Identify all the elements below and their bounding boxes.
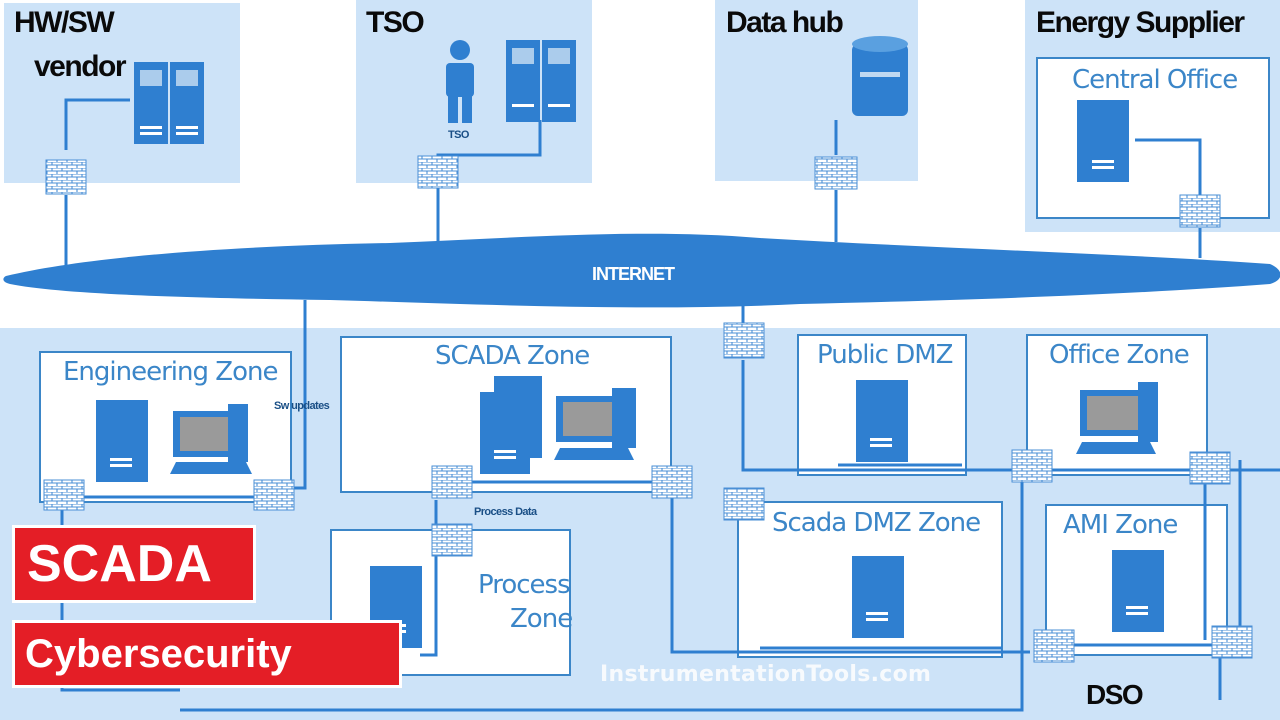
firewall-icon [723, 322, 765, 359]
server-icon [1112, 550, 1164, 632]
watermark: InstrumentationTools.com [600, 662, 932, 687]
firewall-icon [417, 155, 459, 189]
database-icon [852, 36, 908, 116]
server-icon [852, 556, 904, 638]
public-dmz-label: Public DMZ [817, 340, 953, 370]
hw-sw-vendor-title: HW/SW [14, 6, 115, 39]
title-badge-scada: SCADA [12, 525, 256, 603]
tso-title: TSO [366, 6, 424, 39]
ami-zone-label: AMI Zone [1063, 510, 1177, 540]
firewall-icon [814, 156, 858, 190]
firewall-icon [1189, 451, 1231, 485]
title-badge-cybersecurity: Cybersecurity [12, 620, 402, 688]
process-data-label: Process Data [474, 506, 538, 518]
workstation-icon [1076, 382, 1158, 454]
firewall-icon [431, 523, 473, 557]
firewall-icon [651, 465, 693, 499]
workstation-icon [554, 388, 636, 460]
firewall-icon [1033, 629, 1075, 663]
process-zone-label-2: Zone [510, 604, 572, 634]
firewall-icon [253, 479, 295, 511]
energy-supplier-title: Energy Supplier [1036, 6, 1245, 39]
firewall-icon [1211, 625, 1253, 659]
firewall-icon [1179, 194, 1221, 228]
person-icon [446, 40, 474, 123]
server-rack-icon [134, 62, 204, 144]
dso-label: DSO [1086, 679, 1143, 710]
firewall-icon [723, 487, 765, 521]
central-office-box [1036, 57, 1270, 219]
connection-lines [60, 98, 1280, 712]
central-office-label: Central Office [1072, 65, 1237, 95]
engineering-zone-label: Engineering Zone [63, 357, 277, 387]
scada-dmz-zone-label: Scada DMZ Zone [772, 508, 980, 538]
engineering-zone-box [39, 351, 292, 503]
internet-label: INTERNET [592, 264, 675, 284]
server-rack-icon [506, 40, 576, 122]
server-icon [96, 400, 148, 482]
firewall-icon [43, 479, 85, 511]
workstation-icon [170, 404, 252, 474]
server-icon [856, 380, 908, 462]
firewall-icon [431, 465, 473, 499]
data-hub-title: Data hub [726, 6, 844, 39]
server-icon [1077, 100, 1129, 182]
process-zone-label: Process [478, 570, 570, 600]
hw-sw-vendor-title-2: vendor [34, 50, 127, 83]
firewall-icons [43, 155, 1253, 663]
server-icon [480, 376, 542, 474]
office-zone-label: Office Zone [1049, 340, 1189, 370]
tso-person-label: TSO [448, 129, 470, 141]
sw-updates-label: Sw updates [274, 400, 330, 412]
scada-zone-label: SCADA Zone [435, 341, 589, 371]
firewall-icon [1011, 449, 1053, 483]
firewall-icon [45, 159, 87, 195]
internet-cloud [3, 233, 1280, 308]
